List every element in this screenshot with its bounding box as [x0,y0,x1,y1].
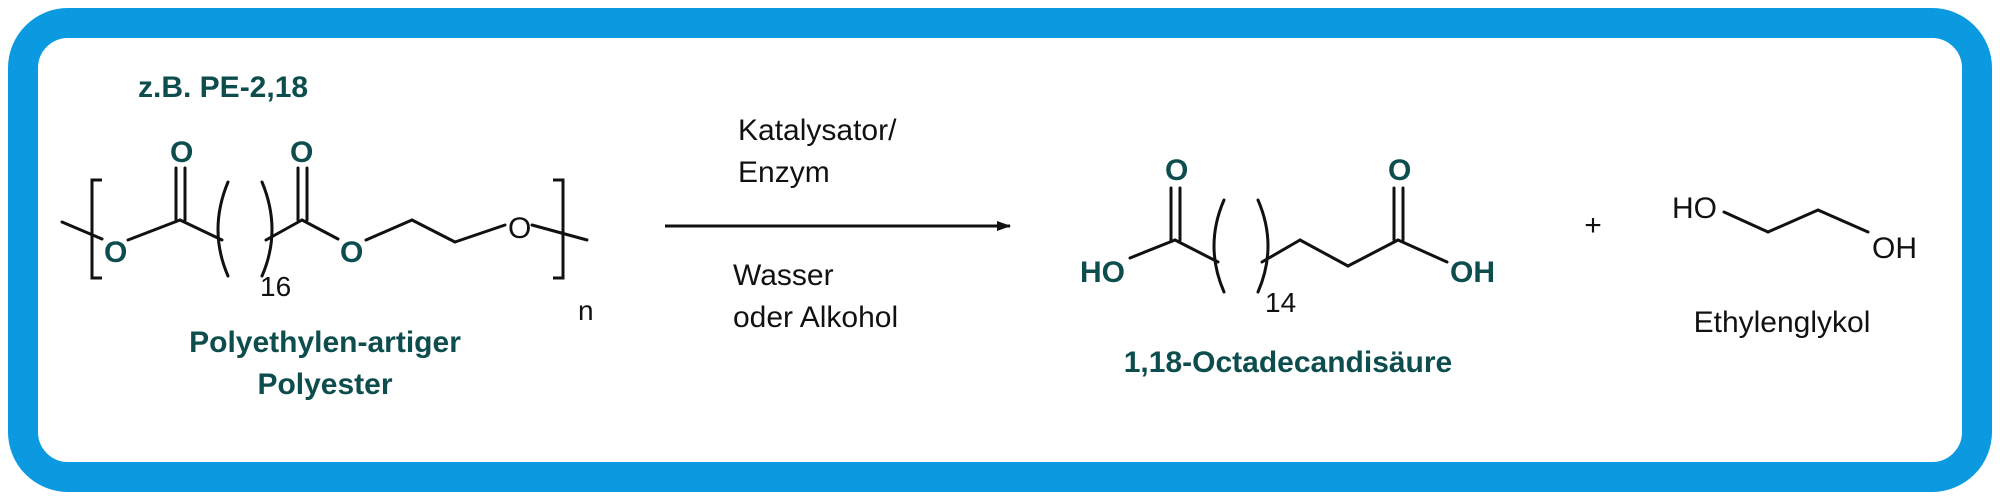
atom-oxygen: O [1388,154,1411,187]
chain-bond [300,218,340,241]
rounded-frame [8,8,1992,492]
atom-hydroxyl: OH [1872,232,1917,265]
repeat-count: 16 [260,271,291,302]
atom-oxygen: O [508,212,531,245]
chain-bond [1260,238,1302,264]
reactant-structure: O O O O O 16 n [60,136,594,326]
chain-bond [1346,238,1400,268]
chain-bond [1816,208,1870,234]
atom-hydroxyl: OH [1450,256,1495,289]
atom-oxygen: O [290,136,313,169]
atom-oxygen: O [104,236,127,269]
atom-oxygen: O [340,236,363,269]
atom-hydroxyl: HO [1080,256,1125,289]
repeat-parenthesis-right [260,180,274,278]
atom-oxygen: O [1165,154,1188,187]
chain-bond [1173,238,1220,264]
condition-enzyme: Enzym [738,156,830,189]
product2-structure: HO OH [1672,192,1917,265]
chain-bond [1766,208,1820,234]
reactant-name-line1: Polyethylen-artiger [189,326,461,359]
product2-name: Ethylenglykol [1694,306,1871,339]
plus-sign: + [1584,209,1602,242]
product1-structure: HO O O OH 14 [1080,154,1495,318]
repeat-parenthesis-left [216,180,230,278]
chain-bond [453,223,507,244]
repeat-count: 14 [1265,287,1296,318]
chain-bond [60,220,104,241]
polymer-index: n [578,295,594,326]
chain-bond [264,218,304,242]
repeat-parenthesis-left [1212,198,1226,294]
reactant-name-line2: Polyester [257,368,392,401]
product1-name: 1,18-Octadecandisäure [1124,346,1453,379]
condition-alcohol: oder Alkohol [733,301,898,334]
right-bracket [553,178,565,280]
chain-bond [1396,238,1449,264]
atom-hydroxyl: HO [1672,192,1717,225]
example-label: z.B. PE-2,18 [138,71,308,104]
chain-bond [410,218,457,244]
chain-bond [1128,238,1177,260]
chain-bond [530,223,589,242]
repeat-parenthesis-right [1256,198,1270,294]
atom-oxygen: O [170,136,193,169]
left-bracket [90,178,102,280]
chain-bond [178,218,224,242]
chain-bond [126,218,182,242]
chain-bond [364,218,414,242]
chain-bond [1298,238,1350,268]
chain-bond [1722,210,1770,234]
condition-catalyst: Katalysator/ [738,114,897,147]
condition-water: Wasser [733,259,834,292]
